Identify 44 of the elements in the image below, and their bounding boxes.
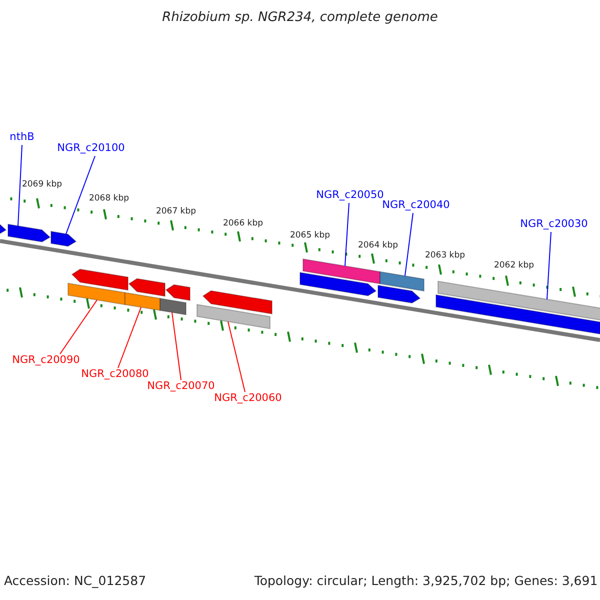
tick-label: 2063 kbp	[424, 251, 466, 261]
leader-line	[546, 232, 552, 300]
genome-summary-text: Topology: circular; Length: 3,925,702 bp; Genes: 3,691	[254, 574, 598, 588]
gene-label: NGR_c20090	[12, 355, 80, 367]
gene-block	[300, 272, 377, 296]
leader-line	[172, 312, 182, 380]
tick-label: 2067 kbp	[156, 207, 196, 217]
gene-label: nthB	[10, 132, 34, 144]
gene-block	[302, 258, 380, 284]
leader-line	[118, 306, 142, 368]
leader-line	[228, 321, 246, 392]
gene-label: NGR_c20050	[316, 190, 384, 202]
gene-label: NGR_c20080	[81, 369, 149, 381]
gene-block	[128, 278, 166, 297]
gene-block	[436, 294, 600, 336]
gene-block	[438, 280, 600, 322]
title: Rhizobium sp. NGR234, complete genome	[162, 10, 438, 26]
gene-label: NGR_c20030	[520, 219, 588, 231]
gene-block	[380, 271, 424, 292]
tick-label: 2069 kbp	[22, 180, 62, 190]
tick-label: 2065 kbp	[290, 231, 330, 241]
tick-label: 2064 kbp	[358, 241, 398, 251]
gene-block	[196, 304, 270, 330]
accession-text: Accession: NC_012587	[4, 574, 146, 588]
gene-block	[68, 282, 126, 306]
tick-label: 2062 kbp	[494, 261, 534, 271]
tick-label: 2066 kbp	[222, 219, 264, 229]
gene-label: NGR_c20100	[57, 143, 125, 155]
gene-label: NGR_c20070	[147, 381, 215, 393]
gene-block	[378, 284, 421, 304]
gene-block	[160, 298, 186, 316]
leader-line	[66, 156, 96, 234]
leader-line	[344, 202, 350, 266]
gene-block	[50, 230, 77, 247]
gene-block	[202, 290, 272, 314]
gene-block	[165, 284, 190, 301]
leader-line	[404, 212, 414, 276]
leader-line	[60, 300, 98, 354]
gene-block	[71, 268, 128, 291]
gene-block	[124, 292, 160, 311]
gene-label: NGR_c20040	[382, 200, 450, 212]
tick-label: 2068 kbp	[88, 194, 130, 204]
gene-label: NGR_c20060	[214, 393, 282, 405]
leader-line	[18, 144, 22, 226]
